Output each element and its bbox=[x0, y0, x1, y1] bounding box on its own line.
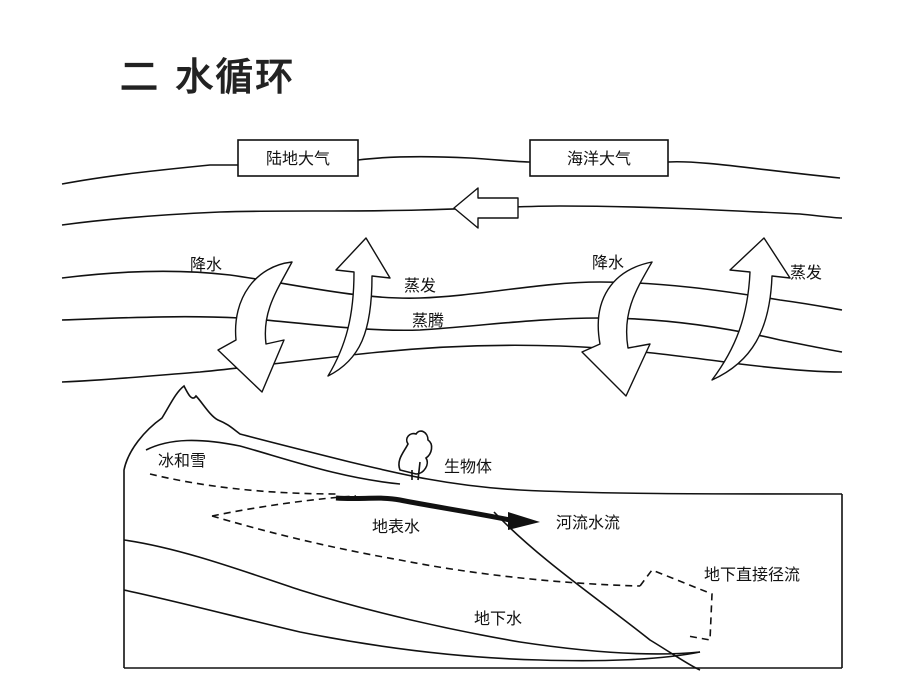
atmosphere-line-2 bbox=[61, 205, 843, 226]
ocean-atmosphere-box bbox=[529, 139, 669, 177]
ice-snow-label: 冰和雪 bbox=[158, 451, 206, 470]
groundwater-lower-line bbox=[123, 589, 701, 662]
ice-snow-boundary bbox=[145, 439, 401, 485]
precipitation-ocean-label: 降水 bbox=[592, 253, 624, 272]
slide-title: 二 水循环 bbox=[120, 55, 296, 99]
biomass-label: 生物体 bbox=[444, 457, 492, 476]
land-atmosphere-label: 陆地大气 bbox=[266, 149, 330, 168]
river-descent-line bbox=[493, 511, 701, 671]
atmosphere-line-3 bbox=[61, 270, 843, 311]
evaporation-land-label: 蒸发 bbox=[404, 276, 436, 295]
groundwater-label: 地下水 bbox=[474, 609, 522, 628]
tree-icon bbox=[398, 430, 433, 481]
evaporation-ocean-label: 蒸发 bbox=[790, 263, 822, 282]
atmosphere-line-5 bbox=[61, 344, 843, 383]
river-flow-arrowhead bbox=[508, 512, 540, 530]
ground-outline bbox=[123, 384, 843, 668]
shallow-subsurface-dashed bbox=[211, 495, 641, 587]
land-precipitation-arrow bbox=[217, 261, 293, 393]
atmosphere-line-1 bbox=[61, 155, 841, 185]
ocean-evaporation-arrow bbox=[711, 237, 791, 381]
surface-water-label: 地表水 bbox=[372, 517, 420, 536]
land-evaporation-arrow bbox=[327, 237, 391, 377]
groundwater-upper-line bbox=[123, 539, 701, 655]
land-atmosphere-box bbox=[237, 139, 359, 177]
surface-water-river bbox=[335, 495, 511, 523]
direct-runoff-arrow bbox=[639, 569, 713, 641]
leftward-transport-arrow bbox=[453, 187, 519, 229]
infiltration-dashed-line bbox=[149, 473, 341, 495]
direct-runoff-label: 地下直接径流 bbox=[704, 565, 800, 584]
ocean-precipitation-arrow bbox=[581, 261, 653, 397]
river-flow-label: 河流水流 bbox=[556, 513, 620, 532]
ocean-atmosphere-label: 海洋大气 bbox=[567, 149, 631, 168]
precipitation-land-label: 降水 bbox=[190, 255, 222, 274]
transpiration-label: 蒸腾 bbox=[412, 311, 444, 330]
atmosphere-line-4 bbox=[61, 315, 843, 353]
